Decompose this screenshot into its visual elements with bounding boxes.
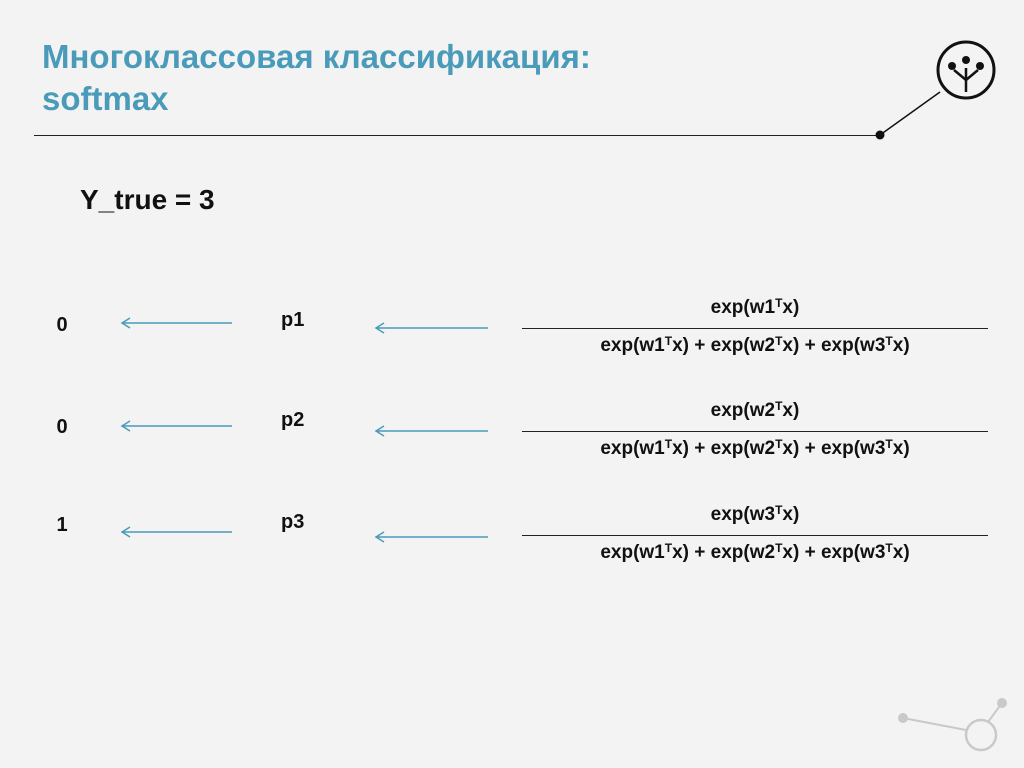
fraction-denominator: exp(w1Tx) + exp(w2Tx) + exp(w3Tx) <box>600 541 910 563</box>
softmax-fraction-3: exp(w3Tx) exp(w1Tx) + exp(w2Tx) + exp(w3… <box>522 501 988 566</box>
prob-label-p2: p2 <box>281 409 305 431</box>
fraction-denominator: exp(w1Tx) + exp(w2Tx) + exp(w3Tx) <box>600 437 910 459</box>
prob-label-p3: p3 <box>281 511 305 533</box>
title-divider <box>34 135 880 136</box>
arrow-right-row2 <box>374 425 488 437</box>
fraction-denominator: exp(w1Tx) + exp(w2Tx) + exp(w3Tx) <box>600 334 910 356</box>
fraction-numerator: exp(w1Tx) <box>522 294 988 329</box>
arrows <box>120 317 488 543</box>
target-value-1: 0 <box>56 314 68 336</box>
fraction-numerator: exp(w3Tx) <box>522 501 988 536</box>
y-true-label: Y_true = 3 <box>80 184 215 215</box>
prob-label-p1: p1 <box>281 309 305 331</box>
slide-title-line2: softmax <box>42 80 169 117</box>
fraction-numerator: exp(w2Tx) <box>522 397 988 432</box>
arrow-left-row3 <box>120 526 232 538</box>
softmax-fraction-1: exp(w1Tx) exp(w1Tx) + exp(w2Tx) + exp(w3… <box>522 294 988 359</box>
slide-title: Многоклассовая классификация: softmax <box>42 36 591 120</box>
arrow-right-row3 <box>374 531 488 543</box>
slide-title-line1: Многоклассовая классификация: <box>42 38 591 75</box>
tree-branch-icon <box>936 40 996 100</box>
arrow-left-row1 <box>120 317 232 329</box>
arrow-left-row2 <box>120 420 232 432</box>
softmax-fraction-2: exp(w2Tx) exp(w1Tx) + exp(w2Tx) + exp(w3… <box>522 397 988 462</box>
connector-decoration-bottom <box>898 698 1007 752</box>
arrow-right-row1 <box>374 322 488 334</box>
connector-line-top <box>875 91 941 140</box>
target-value-3: 1 <box>56 514 68 536</box>
target-value-2: 0 <box>56 416 68 438</box>
